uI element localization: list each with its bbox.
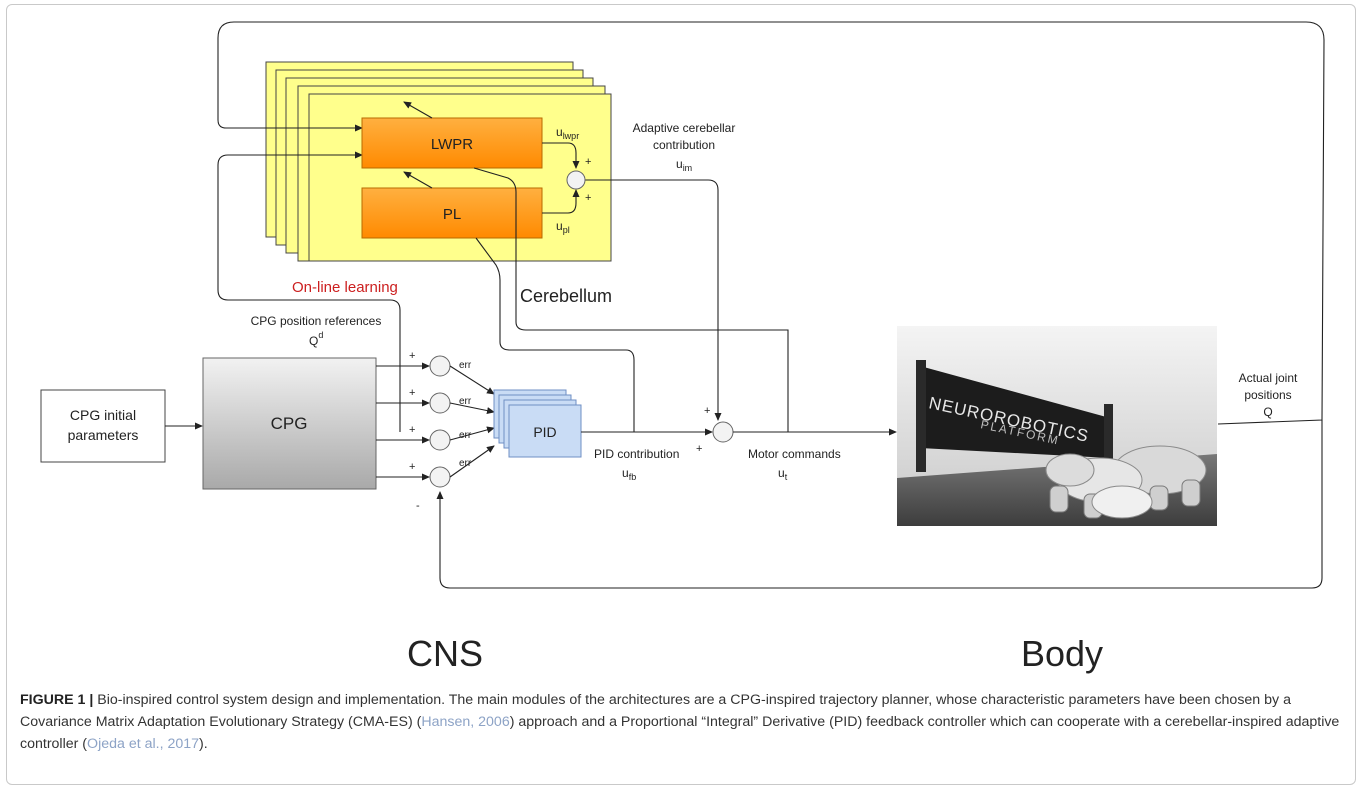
err-label: err	[459, 360, 472, 371]
plus-sign: +	[585, 192, 591, 204]
error-summer	[429, 355, 451, 377]
body-label: Body	[1021, 633, 1103, 674]
pid-blocks	[493, 389, 582, 458]
u-im-label: uim	[676, 157, 692, 173]
err-label: err	[459, 396, 472, 407]
error-summer	[429, 429, 451, 451]
plus-sign: +	[704, 405, 710, 417]
caption-text: Bio-inspired control system design and i…	[20, 692, 1291, 730]
neurorobotics-sign	[920, 366, 1110, 458]
err-labels: err err err err	[459, 360, 472, 469]
plus-sign: +	[409, 350, 415, 362]
adaptive-contribution-label-1: Adaptive cerebellar	[633, 121, 736, 135]
u-lwpr-label: ulwpr	[556, 125, 579, 141]
pl-module	[361, 187, 543, 239]
motor-commands-label: Motor commands	[748, 447, 841, 461]
error-summer	[429, 466, 451, 488]
pid-contribution-label: PID contribution	[594, 447, 679, 461]
cpg-initial-label-1: CPG initial	[70, 407, 136, 423]
cpg-label: CPG	[271, 414, 308, 433]
feedback-lines	[217, 21, 1325, 589]
minus-sign: -	[416, 500, 420, 512]
cpg-block	[202, 357, 377, 490]
err-label: err	[459, 430, 472, 441]
cpg-initial-box	[40, 389, 166, 463]
motor-summer	[712, 421, 734, 443]
cpg-references-label: CPG position references	[251, 314, 382, 328]
plus-sign: +	[696, 443, 702, 455]
robot-simulation-image: NEUROROBOTICS PLATFORM	[897, 326, 1217, 526]
figure-frame	[6, 4, 1356, 785]
figure-label: FIGURE 1 |	[20, 692, 94, 708]
error-summer	[429, 392, 451, 414]
figure-caption: FIGURE 1 | Bio-inspired control system d…	[20, 689, 1340, 755]
cpg-initial-label-2: parameters	[68, 427, 139, 443]
error-summers	[429, 355, 451, 488]
cerebellar-summer	[566, 170, 586, 190]
err-label: err	[459, 458, 472, 469]
u-fb-label: ufb	[622, 466, 636, 482]
pl-label: PL	[443, 206, 461, 223]
u-pl-label: upl	[556, 219, 570, 235]
mouse-robot	[1045, 445, 1207, 519]
plus-sign: +	[585, 156, 591, 168]
adaptive-contribution-label-2: contribution	[653, 138, 715, 152]
actual-joint-label-2: positions	[1244, 388, 1291, 402]
err-arrows	[449, 365, 495, 478]
lwpr-label: LWPR	[431, 136, 473, 153]
actual-joint-label-1: Actual joint	[1239, 371, 1298, 385]
cpg-output-arrows	[376, 362, 430, 481]
plus-sign: +	[409, 387, 415, 399]
cns-label: CNS	[407, 633, 483, 674]
summer-signs: + + + + -	[409, 350, 420, 512]
u-t-label: ut	[778, 466, 788, 482]
cerebellum-arrows	[403, 101, 789, 432]
actual-q-label: Q	[1263, 405, 1272, 419]
online-learning-label: On-line learning	[292, 279, 398, 296]
caption-text: ) approach and a Proportional “Integral”…	[20, 714, 1340, 752]
pid-label: PID	[533, 424, 556, 440]
q-d-label: Qd	[309, 330, 323, 348]
cerebellum-label: Cerebellum	[520, 286, 612, 306]
lwpr-module	[361, 117, 543, 169]
citation-link[interactable]: Hansen, 2006	[421, 714, 510, 730]
caption-text: ).	[199, 736, 208, 752]
control-diagram: LWPR PL ulwpr upl + + Adaptive cerebella…	[40, 21, 1325, 674]
plus-sign: +	[409, 424, 415, 436]
citation-link[interactable]: Ojeda et al., 2017	[87, 736, 200, 752]
plus-sign: +	[409, 461, 415, 473]
